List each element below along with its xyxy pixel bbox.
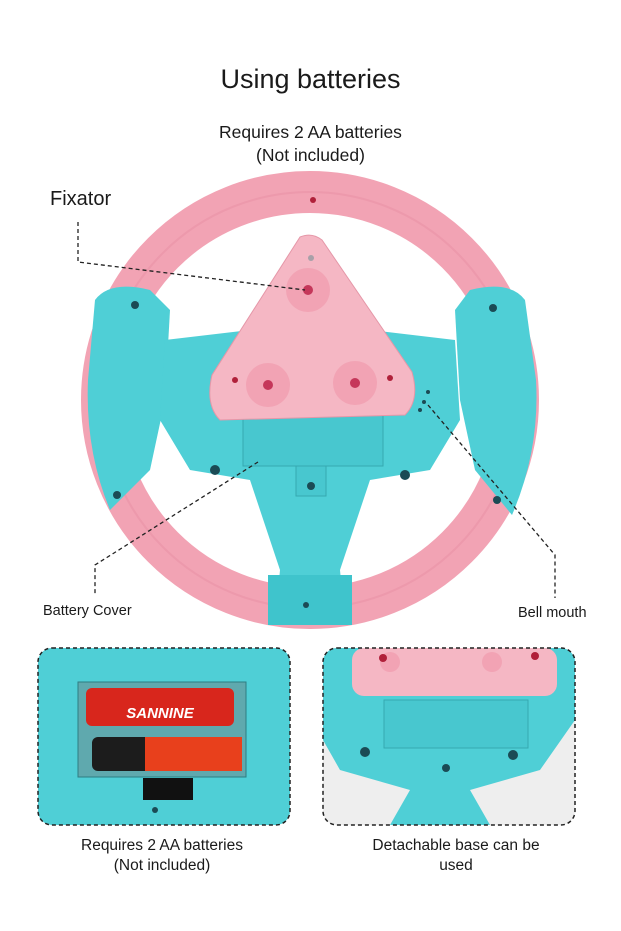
- page-title: Using batteries: [220, 64, 401, 94]
- caption-line1: Requires 2 AA batteries: [81, 837, 243, 854]
- panel-caption-batteries: Requires 2 AA batteries (Not included): [12, 836, 312, 876]
- subtitle-line1: Requires 2 AA batteries: [219, 122, 402, 142]
- battery-cover-label: Battery Cover: [43, 603, 132, 619]
- battery-compartment-panel: SANNINE: [37, 647, 291, 826]
- caption-line2: (Not included): [113, 857, 211, 874]
- subtitle: Requires 2 AA batteries (Not included): [0, 121, 621, 167]
- callout-lines: [77, 222, 556, 598]
- subtitle-line2: (Not included): [256, 145, 365, 165]
- bell-mouth-label: Bell mouth: [518, 605, 587, 621]
- caption-line1: Detachable base can be: [372, 837, 540, 854]
- battery-logo: SANNINE: [126, 705, 195, 722]
- steering-wheel: [81, 171, 539, 629]
- caption-line2: used: [439, 857, 473, 874]
- fixator-label: Fixator: [50, 188, 112, 210]
- panel-caption-base: Detachable base can be used: [306, 836, 606, 876]
- detachable-base-panel: [322, 647, 576, 826]
